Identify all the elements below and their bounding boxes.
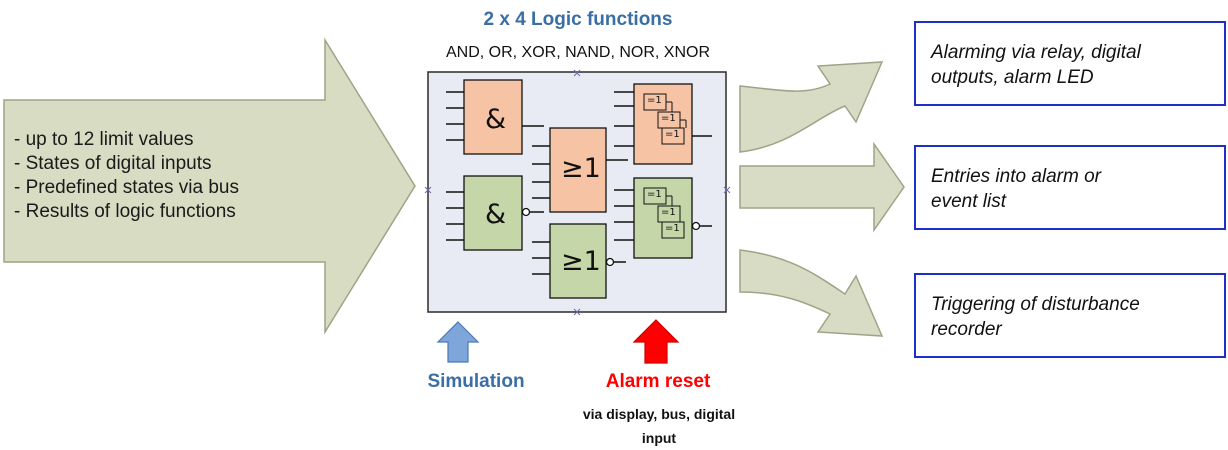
nand-gate-green (446, 175, 544, 251)
output-text: Entries into alarm or event list (931, 166, 1102, 212)
and-symbol-orange: & (485, 104, 507, 135)
xor-cascade-orange (614, 83, 712, 165)
and-gate-orange (446, 79, 544, 155)
alarm-reset-label: Alarm reset (605, 371, 711, 392)
output-text: Alarming via relay, digital outputs, ala… (931, 42, 1141, 88)
xnor-symbol-b: =1 (661, 207, 676, 218)
simulation-label: Simulation (427, 371, 525, 392)
selection-handles (424, 69, 731, 316)
or-gate-orange (532, 127, 628, 213)
output-text: Triggering of disturbance recorder (931, 294, 1140, 340)
output-arrow-middle (739, 141, 905, 233)
input-item: - Predefined states via bus (14, 177, 239, 198)
xor-symbol-b: =1 (661, 113, 676, 124)
output-box-alarming: Alarming via relay, digital outputs, ala… (914, 21, 1226, 106)
xnor-cascade-green (614, 177, 712, 259)
input-list: - up to 12 limit values - States of digi… (14, 128, 239, 224)
or-symbol-green: ≥1 (561, 246, 601, 277)
diagram-title: 2 x 4 Logic functions (483, 9, 673, 30)
input-item: - up to 12 limit values (14, 129, 194, 150)
xor-symbol-c: =1 (665, 129, 680, 140)
input-arrow (3, 37, 416, 335)
input-item: - Results of logic functions (14, 201, 236, 222)
output-arrow-top (739, 61, 884, 153)
and-symbol-green: & (485, 199, 507, 230)
logic-function-types: AND, OR, XOR, NAND, NOR, XNOR (445, 44, 711, 61)
xnor-symbol-c: =1 (665, 223, 680, 234)
xor-symbol-a: =1 (647, 95, 662, 106)
input-item: - States of digital inputs (14, 153, 212, 174)
alarm-reset-detail: via display, bus, digital input (582, 406, 736, 446)
output-arrow-bottom (739, 249, 884, 337)
simulation-arrow (436, 321, 480, 363)
output-box-event-list: Entries into alarm or event list (914, 145, 1226, 230)
nor-gate-green (532, 223, 626, 299)
alarm-reset-arrow (632, 319, 680, 364)
or-symbol-orange: ≥1 (561, 153, 601, 184)
output-box-disturbance: Triggering of disturbance recorder (914, 273, 1226, 358)
xnor-symbol-a: =1 (647, 189, 662, 200)
